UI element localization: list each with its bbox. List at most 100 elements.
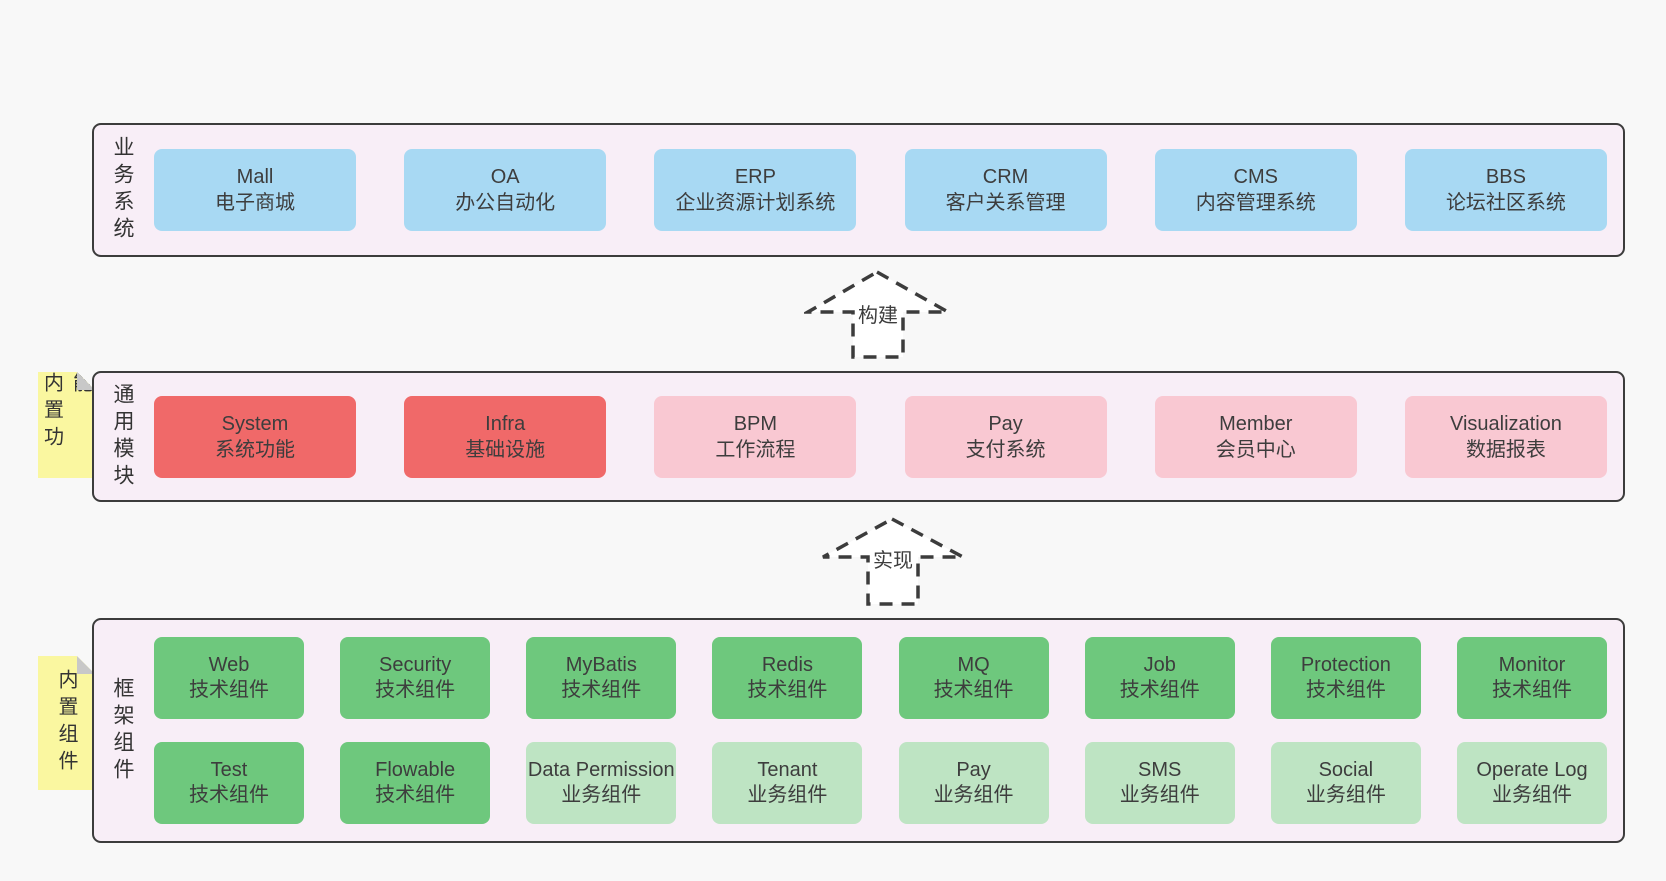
arrow-build: 构建 xyxy=(804,269,952,361)
node-title: Test xyxy=(210,759,248,781)
node-infra: Infra 基础设施 xyxy=(404,395,607,478)
node-title: System xyxy=(221,412,289,435)
node-data-permission: Data Permission 业务组件 xyxy=(526,742,677,824)
node-title: Tenant xyxy=(757,759,818,781)
node-title: Operate Log xyxy=(1476,759,1588,781)
node-title: CRM xyxy=(982,166,1029,188)
band-label: 业务系统 xyxy=(111,136,134,244)
node-flowable: Flowable 技术组件 xyxy=(340,742,491,824)
node-subtitle: 技术组件 xyxy=(189,784,269,806)
sticky-note-builtin-components: 内置组件 xyxy=(38,656,95,790)
node-monitor: Monitor 技术组件 xyxy=(1456,637,1607,719)
node-test: Test 技术组件 xyxy=(154,742,304,824)
node-subtitle: 业务组件 xyxy=(561,784,642,806)
node-title: OA xyxy=(490,166,520,188)
node-subtitle: 电子商城 xyxy=(215,192,295,214)
sticky-note-builtin-functions: 内置功能 xyxy=(38,372,95,478)
band-common-modules: 通用模块 System 系统功能 Infra 基础设施 BPM 工作流程 Pay… xyxy=(92,371,1625,502)
node-title: Flowable xyxy=(375,759,456,781)
node-subtitle: 技术组件 xyxy=(1119,679,1200,701)
node-subtitle: 技术组件 xyxy=(933,679,1014,701)
node-web: Web 技术组件 xyxy=(154,637,304,719)
node-title: Visualization xyxy=(1449,412,1562,435)
node-cms: CMS 内容管理系统 xyxy=(1154,149,1357,231)
component-row-1: Web 技术组件 Security 技术组件 MyBatis 技术组件 Redi… xyxy=(154,637,1607,719)
node-erp: ERP 企业资源计划系统 xyxy=(654,149,857,231)
node-job: Job 技术组件 xyxy=(1084,637,1235,719)
node-mybatis: MyBatis 技术组件 xyxy=(526,637,677,719)
node-subtitle: 客户关系管理 xyxy=(945,192,1066,214)
node-title: Monitor xyxy=(1498,654,1566,676)
node-crm: CRM 客户关系管理 xyxy=(904,149,1107,231)
band-framework-components: 框架组件 Web 技术组件 Security 技术组件 MyBatis 技术组件… xyxy=(92,618,1625,843)
node-subtitle: 论坛社区系统 xyxy=(1445,192,1566,214)
node-subtitle: 业务组件 xyxy=(1305,784,1386,806)
band-content: Mall 电子商城 OA 办公自动化 ERP 企业资源计划系统 CRM 客户关系… xyxy=(150,125,1623,255)
band-content: Web 技术组件 Security 技术组件 MyBatis 技术组件 Redi… xyxy=(150,620,1623,841)
node-subtitle: 企业资源计划系统 xyxy=(675,192,836,214)
node-system: System 系统功能 xyxy=(154,395,356,478)
node-title: Web xyxy=(208,654,250,676)
node-pay: Pay 支付系统 xyxy=(904,395,1107,478)
node-operate-log: Operate Log 业务组件 xyxy=(1456,742,1607,824)
node-subtitle: 技术组件 xyxy=(375,679,456,701)
node-title: Protection xyxy=(1300,654,1391,676)
node-subtitle: 技术组件 xyxy=(189,679,269,701)
arrow-label: 实现 xyxy=(870,543,916,574)
node-subtitle: 数据报表 xyxy=(1465,438,1546,461)
band-business-systems: 业务系统 Mall 电子商城 OA 办公自动化 ERP 企业资源计划系统 CRM… xyxy=(92,123,1625,257)
node-subtitle: 办公自动化 xyxy=(455,192,556,214)
node-security: Security 技术组件 xyxy=(340,637,491,719)
node-subtitle: 技术组件 xyxy=(747,679,828,701)
node-subtitle: 工作流程 xyxy=(715,438,796,461)
node-subtitle: 系统功能 xyxy=(215,438,295,461)
node-subtitle: 业务组件 xyxy=(1119,784,1200,806)
node-subtitle: 技术组件 xyxy=(561,679,642,701)
arrow-implement: 实现 xyxy=(818,514,968,608)
arrow-label: 构建 xyxy=(855,298,901,329)
node-sms: SMS 业务组件 xyxy=(1084,742,1235,824)
node-subtitle: 基础设施 xyxy=(465,438,546,461)
node-title: Data Permission xyxy=(527,759,675,781)
band-label: 框架组件 xyxy=(111,676,134,785)
node-subtitle: 业务组件 xyxy=(747,784,828,806)
node-subtitle: 会员中心 xyxy=(1215,438,1296,461)
node-title: Infra xyxy=(485,412,526,435)
node-social: Social 业务组件 xyxy=(1270,742,1421,824)
node-oa: OA 办公自动化 xyxy=(404,149,607,231)
node-member: Member 会员中心 xyxy=(1154,395,1357,478)
node-title: Redis xyxy=(761,654,813,676)
node-subtitle: 技术组件 xyxy=(375,784,456,806)
node-title: Mall xyxy=(236,166,274,188)
node-title: CMS xyxy=(1233,166,1278,188)
node-title: BBS xyxy=(1485,166,1526,188)
band-content: System 系统功能 Infra 基础设施 BPM 工作流程 Pay 支付系统… xyxy=(150,373,1623,500)
node-redis: Redis 技术组件 xyxy=(712,637,863,719)
node-title: MQ xyxy=(957,654,990,676)
node-subtitle: 技术组件 xyxy=(1491,679,1572,701)
node-title: Member xyxy=(1219,412,1293,435)
node-title: SMS xyxy=(1138,759,1182,781)
node-subtitle: 技术组件 xyxy=(1305,679,1386,701)
node-title: ERP xyxy=(734,166,776,188)
node-bbs: BBS 论坛社区系统 xyxy=(1404,149,1607,231)
node-subtitle: 内容管理系统 xyxy=(1195,192,1316,214)
node-protection: Protection 技术组件 xyxy=(1270,637,1421,719)
node-title: Security xyxy=(379,654,452,676)
node-tenant: Tenant 业务组件 xyxy=(712,742,863,824)
node-subtitle: 业务组件 xyxy=(1491,784,1572,806)
node-mall: Mall 电子商城 xyxy=(154,149,356,231)
node-visualization: Visualization 数据报表 xyxy=(1404,395,1607,478)
sticky-label: 内置组件 xyxy=(55,669,77,777)
node-subtitle: 业务组件 xyxy=(933,784,1014,806)
node-title: Pay xyxy=(988,412,1023,435)
component-row-2: Test 技术组件 Flowable 技术组件 Data Permission … xyxy=(154,742,1607,824)
node-title: Job xyxy=(1143,654,1176,676)
node-pay-business: Pay 业务组件 xyxy=(898,742,1049,824)
node-bpm: BPM 工作流程 xyxy=(654,395,857,478)
node-title: Pay xyxy=(956,759,991,781)
node-title: Social xyxy=(1318,759,1374,781)
band-label: 通用模块 xyxy=(111,382,134,491)
node-mq: MQ 技术组件 xyxy=(898,637,1049,719)
